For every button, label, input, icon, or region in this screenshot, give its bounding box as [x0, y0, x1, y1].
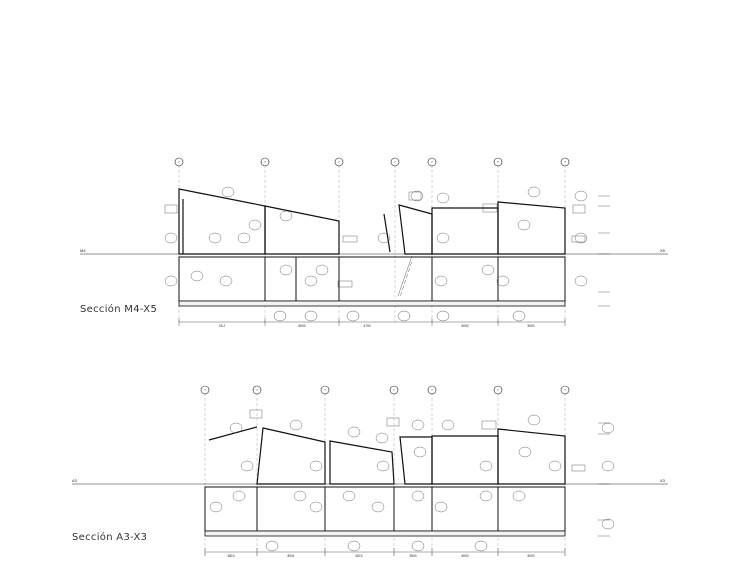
grid-bubble	[493, 385, 503, 395]
volume-1	[208, 426, 258, 441]
grid-bubble	[200, 385, 210, 395]
dimension-value: 5000	[527, 324, 534, 328]
volume-4	[431, 207, 499, 255]
building-upper	[208, 426, 566, 485]
grid-bubble	[560, 385, 570, 395]
grid-bubble	[260, 157, 270, 167]
volume-1	[178, 188, 266, 255]
building-lower	[178, 256, 566, 307]
tag-boxes	[249, 409, 586, 472]
stair	[397, 255, 413, 297]
basement-slab	[178, 256, 566, 302]
grid-label: 7	[564, 160, 566, 164]
grid-bubble	[174, 157, 184, 167]
grid-label: 7	[256, 388, 258, 392]
grid-bubble	[427, 385, 437, 395]
section-title: Sección A3-X3	[72, 532, 148, 543]
volume-4	[399, 436, 433, 485]
room-tags	[209, 414, 615, 530]
volume-2	[264, 205, 340, 255]
dimension-line	[178, 310, 566, 326]
grid-label: 7	[497, 388, 499, 392]
volume-3	[398, 204, 433, 255]
dimension-value: 6013	[355, 554, 362, 558]
grid-label: 7	[394, 160, 396, 164]
grid-bubbles	[200, 385, 570, 395]
dimension-value: 8000	[461, 324, 468, 328]
grid-bubble	[334, 157, 344, 167]
room-tags	[164, 186, 588, 287]
grid-bubble	[389, 385, 399, 395]
volume-3	[329, 440, 395, 485]
dimension-value: 8041	[287, 554, 294, 558]
basement-slab	[204, 486, 566, 532]
building-upper	[178, 188, 566, 255]
section-title: Sección M4-X5	[80, 304, 158, 315]
axis-label-right: X3	[660, 478, 666, 483]
grid-label: 7	[497, 160, 499, 164]
grid-bubbles	[174, 157, 570, 167]
dimension-value: 4810	[227, 554, 234, 558]
axis-label-left: M4	[80, 248, 86, 253]
grid-label: 7	[324, 388, 326, 392]
section-a3x3: 7 7 7 7 7 7 7 A3 X3	[72, 385, 668, 558]
grid-bubble	[390, 157, 400, 167]
dimension-value: 4700	[363, 324, 370, 328]
grid-label: 7	[431, 160, 433, 164]
grid-label: 7	[178, 160, 180, 164]
volume-5	[431, 435, 499, 485]
grid-bubble	[252, 385, 262, 395]
section-m4x5: 7 7 7 7 7 7 7 M4 X5	[80, 157, 668, 328]
grid-label: 7	[204, 388, 206, 392]
volume-5	[497, 201, 566, 255]
dimension-line	[204, 540, 566, 556]
grid-label: 7	[338, 160, 340, 164]
axis-label-right: X5	[660, 248, 666, 253]
level-marks	[598, 195, 610, 307]
tag-boxes	[164, 191, 586, 288]
building-lower	[204, 486, 566, 537]
volume-6	[497, 428, 566, 485]
level-marks	[598, 422, 610, 537]
grid-bubble	[320, 385, 330, 395]
dimension-value: 18.2	[219, 324, 225, 328]
dimension-value: 8000	[298, 324, 305, 328]
grid-label: 7	[431, 388, 433, 392]
grid-bubble	[427, 157, 437, 167]
volume-2	[256, 427, 326, 485]
grid-label: 7	[564, 388, 566, 392]
dimension-value: 3500	[409, 554, 416, 558]
grid-label: 7	[393, 388, 395, 392]
dimension-value: 5000	[527, 554, 534, 558]
grid-bubble	[560, 157, 570, 167]
grid-label: 7	[264, 160, 266, 164]
axis-label-left: A3	[72, 478, 78, 483]
dimension-value: 6000	[461, 554, 468, 558]
grid-bubble	[493, 157, 503, 167]
